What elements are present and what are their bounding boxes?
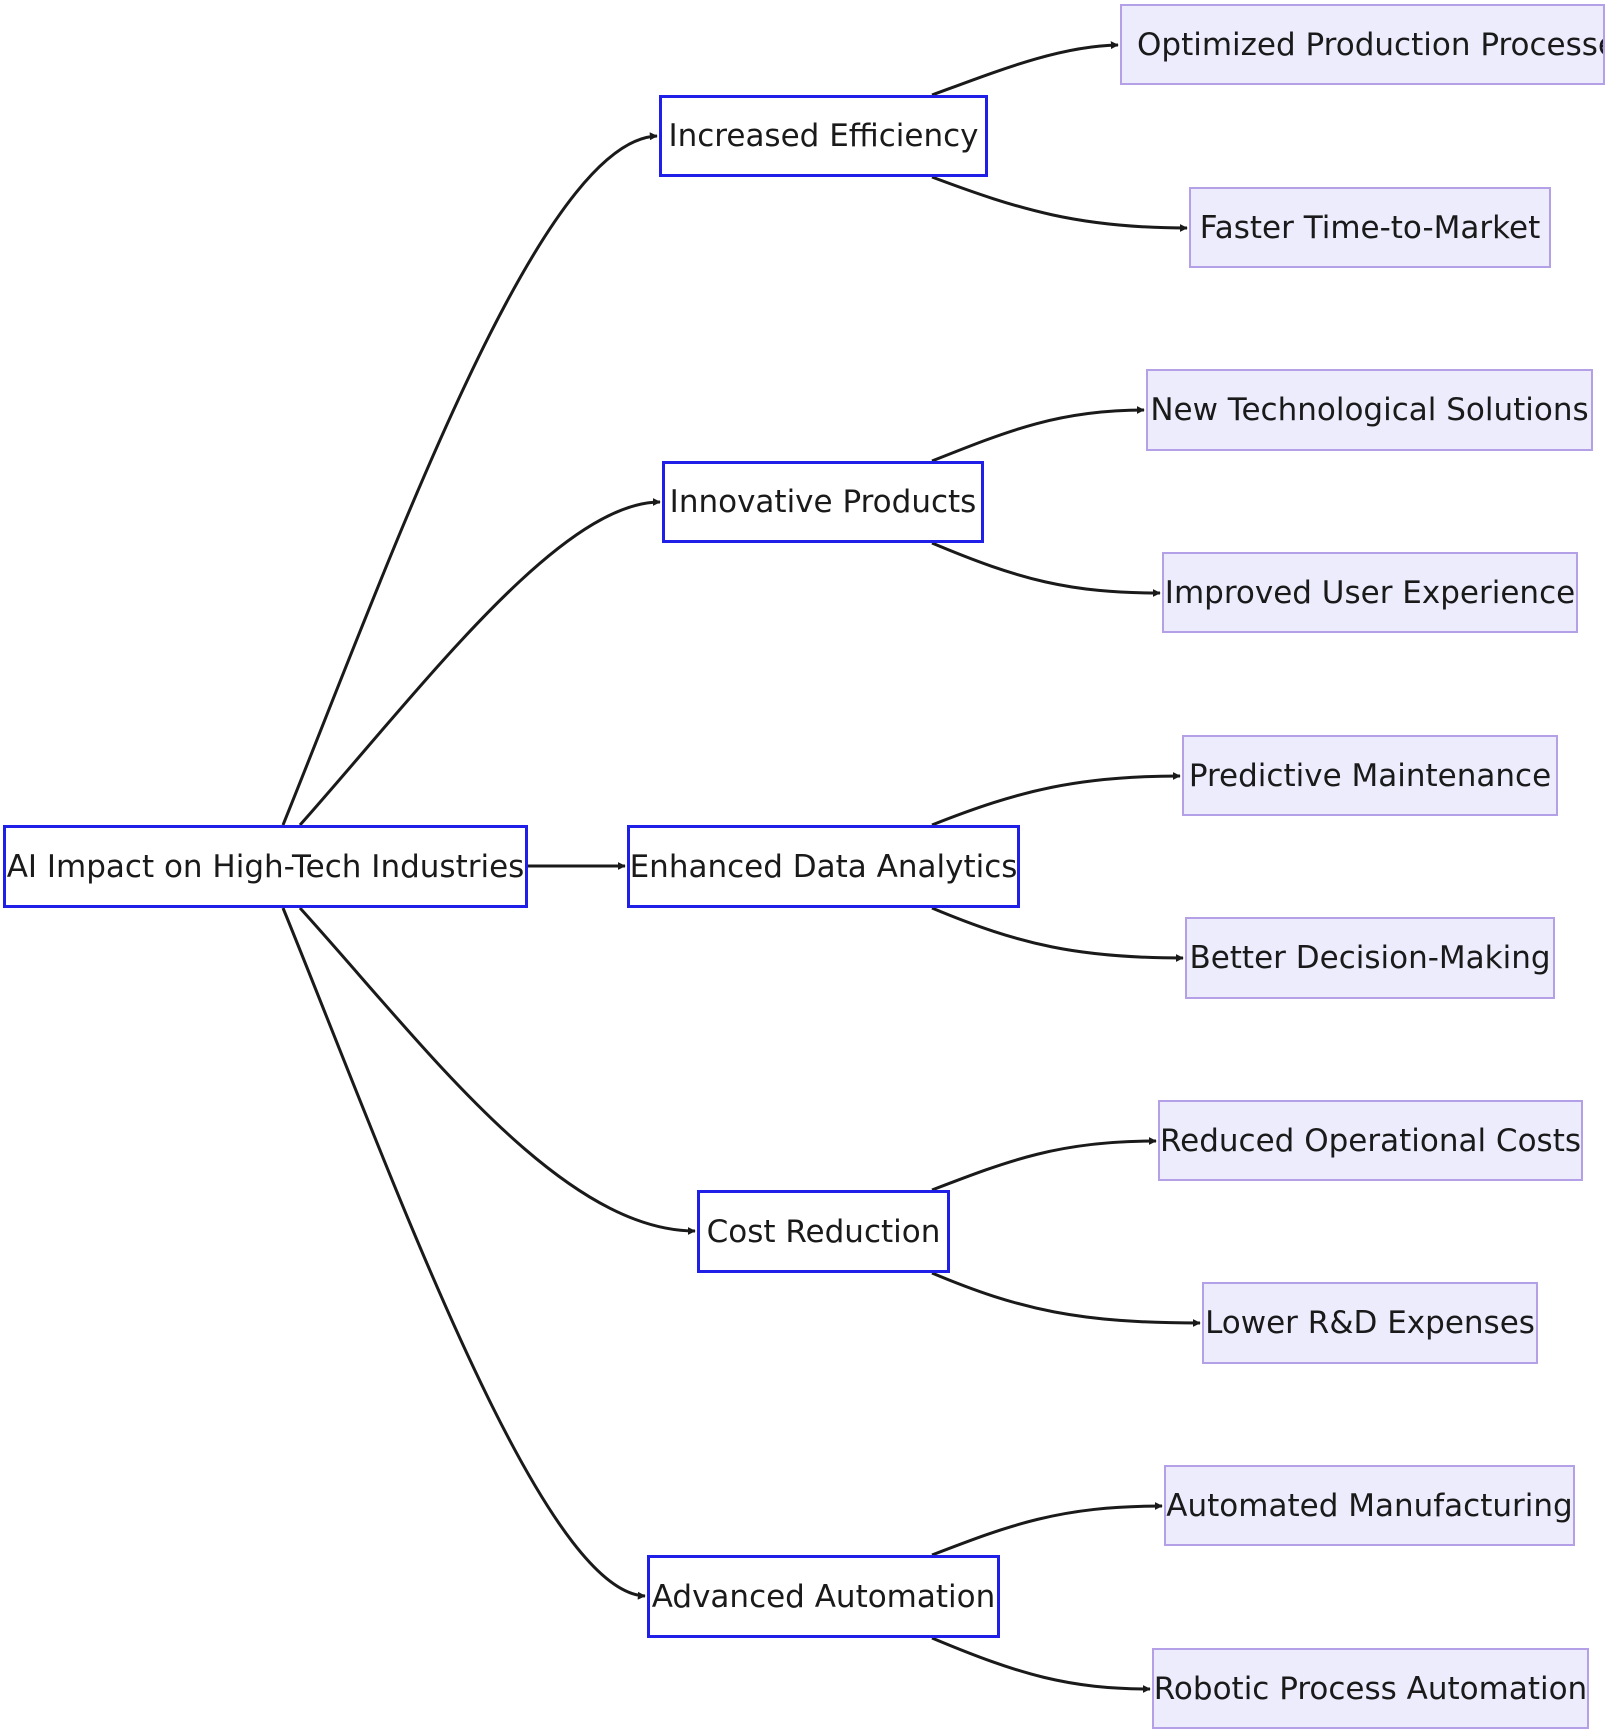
leaf-node-better-decision-making: Better Decision-Making <box>1185 917 1555 999</box>
leaf-node-optimized-production-processes: Optimized Production Processes <box>1120 4 1605 85</box>
leaf-node-lower-rd-expenses: Lower R&D Expenses <box>1202 1282 1538 1364</box>
edge-innovative-products-to-new-technological-solutions <box>931 406 1145 463</box>
edge-advanced-automation-to-robotic-process-automation <box>931 1636 1151 1693</box>
edge-innovative-products-to-improved-user-experience <box>931 541 1161 597</box>
branch-node-enhanced-data-analytics: Enhanced Data Analytics <box>627 825 1020 908</box>
leaf-node-faster-time-to-market: Faster Time-to-Market <box>1189 187 1551 268</box>
leaf-node-label: Improved User Experience <box>1164 574 1576 611</box>
edge-increased-efficiency-to-faster-time-to-market <box>931 175 1188 232</box>
leaf-node-label: Better Decision-Making <box>1189 940 1551 976</box>
leaf-node-label: Robotic Process Automation <box>1153 1670 1588 1707</box>
leaf-node-label: Optimized Production Processes <box>1137 26 1605 63</box>
root-node: AI Impact on High-Tech Industries <box>3 825 528 908</box>
branch-node-increased-efficiency: Increased Efficiency <box>659 95 988 177</box>
branch-node-label: Enhanced Data Analytics <box>629 848 1018 885</box>
edge-root-to-advanced-automation <box>281 907 646 1600</box>
leaf-node-label: Automated Manufacturing <box>1166 1487 1573 1524</box>
edge-advanced-automation-to-automated-manufacturing <box>931 1502 1163 1557</box>
edge-root-to-cost-reduction <box>298 906 696 1235</box>
branch-node-label: Innovative Products <box>669 484 977 520</box>
edge-enhanced-data-analytics-to-predictive-maintenance <box>931 772 1181 827</box>
leaf-node-predictive-maintenance: Predictive Maintenance <box>1182 735 1558 816</box>
leaf-node-improved-user-experience: Improved User Experience <box>1162 552 1578 633</box>
leaf-node-label: Predictive Maintenance <box>1188 757 1552 794</box>
branch-node-cost-reduction: Cost Reduction <box>697 1190 950 1273</box>
branch-node-label: Advanced Automation <box>651 1578 996 1615</box>
edge-increased-efficiency-to-optimized-production-processes <box>931 41 1119 97</box>
edge-root-to-increased-efficiency <box>281 132 658 826</box>
edge-cost-reduction-to-reduced-operational-costs <box>931 1137 1157 1192</box>
leaf-node-robotic-process-automation: Robotic Process Automation <box>1152 1648 1589 1729</box>
leaf-node-label: New Technological Solutions <box>1150 392 1589 428</box>
leaf-node-label: Lower R&D Expenses <box>1205 1305 1535 1341</box>
leaf-node-label: Faster Time-to-Market <box>1199 209 1541 246</box>
leaf-node-automated-manufacturing: Automated Manufacturing <box>1164 1465 1575 1546</box>
branch-node-advanced-automation: Advanced Automation <box>647 1555 1000 1638</box>
branch-node-label: Increased Efficiency <box>668 118 979 154</box>
branch-node-innovative-products: Innovative Products <box>662 461 984 543</box>
edge-enhanced-data-analytics-to-better-decision-making <box>931 906 1184 962</box>
branch-node-label: Cost Reduction <box>706 1213 941 1250</box>
leaf-node-label: Reduced Operational Costs <box>1160 1122 1581 1159</box>
edge-root-to-innovative-products <box>298 498 661 826</box>
leaf-node-new-technological-solutions: New Technological Solutions <box>1146 369 1593 451</box>
root-node-label: AI Impact on High-Tech Industries <box>6 848 525 885</box>
edge-cost-reduction-to-lower-rd-expenses <box>931 1271 1201 1327</box>
leaf-node-reduced-operational-costs: Reduced Operational Costs <box>1158 1100 1583 1181</box>
